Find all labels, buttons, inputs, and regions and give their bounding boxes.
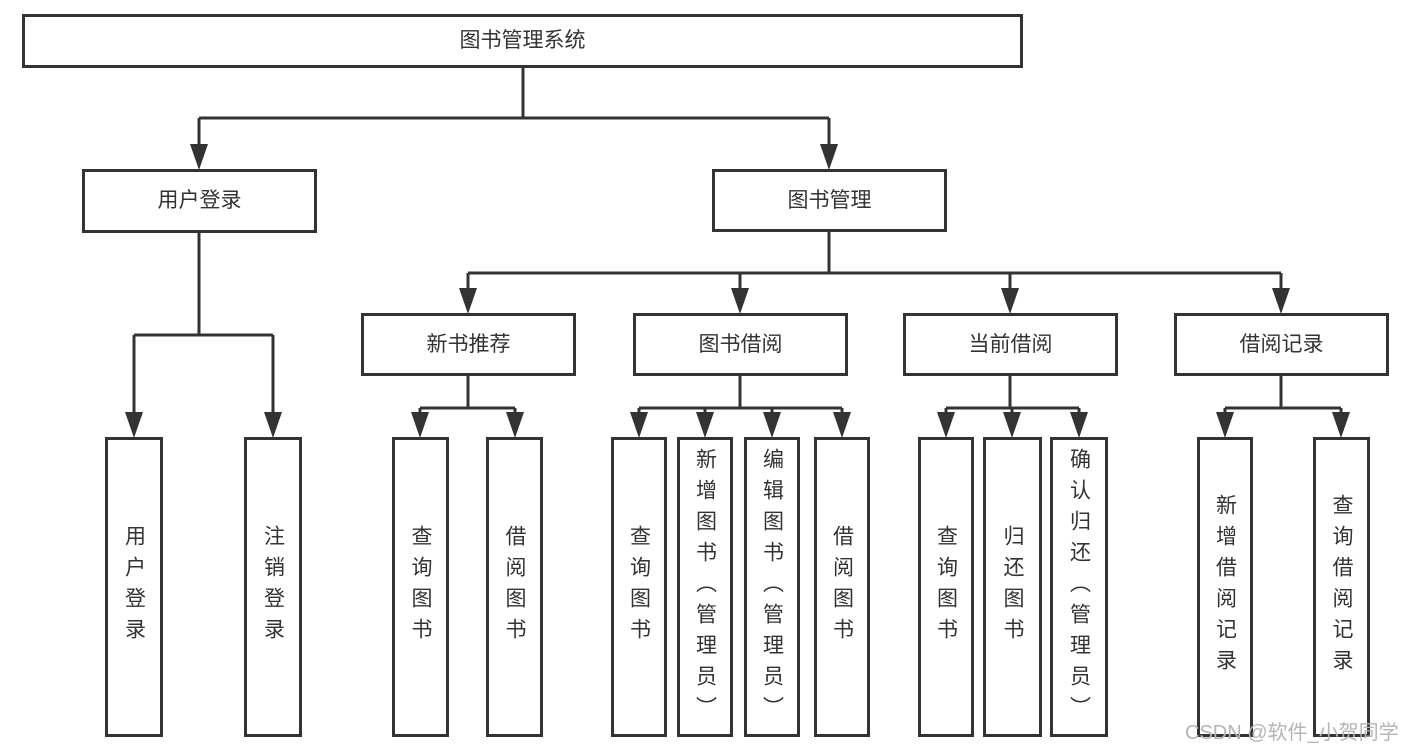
leaf-label: 新增借阅记录	[1213, 494, 1237, 680]
node-label: 借阅记录	[1239, 332, 1324, 356]
leaf-label: 借阅图书	[830, 525, 854, 649]
node-root-system: 图书管理系统	[22, 14, 1023, 68]
leaf-logout: 注销登录	[244, 437, 302, 737]
node-new-book-recommend: 新书推荐	[361, 313, 576, 376]
arrowhead	[1272, 288, 1290, 314]
leaf-label: 查询借阅记录	[1330, 494, 1353, 680]
leaf-label: 查询图书	[627, 525, 651, 649]
node-label: 图书管理系统	[459, 29, 586, 53]
arrowhead	[833, 412, 851, 438]
leaf-borrow-books: 借阅图书	[814, 437, 870, 737]
leaf-label: 查询图书	[409, 525, 432, 649]
leaf-label: 归还图书	[1001, 525, 1024, 649]
arrowhead	[1001, 288, 1019, 314]
arrowhead	[820, 144, 838, 170]
leaf-return-books: 归还图书	[983, 437, 1042, 737]
leaf-query-borrow-record: 查询借阅记录	[1313, 437, 1370, 737]
node-user-login: 用户登录	[82, 169, 317, 233]
arrowhead	[1332, 412, 1350, 438]
leaf-user-login: 用户登录	[105, 437, 163, 737]
leaf-borrow-books-recommend: 借阅图书	[486, 437, 543, 737]
node-label: 当前借阅	[968, 332, 1053, 356]
leaf-label: 确认归还（管理员）	[1067, 447, 1091, 727]
arrowhead	[1003, 412, 1021, 438]
leaf-query-books-recommend: 查询图书	[392, 437, 449, 737]
node-label: 新书推荐	[426, 332, 511, 356]
arrowhead	[630, 412, 648, 438]
leaf-confirm-return-admin: 确认归还（管理员）	[1050, 437, 1108, 737]
arrowhead	[731, 288, 749, 314]
arrowhead	[125, 412, 143, 438]
node-current-borrow: 当前借阅	[903, 313, 1118, 376]
leaf-edit-books-admin: 编辑图书（管理员）	[744, 437, 800, 737]
arrowhead	[190, 144, 208, 170]
leaf-label: 借阅图书	[503, 525, 526, 649]
leaf-label: 查询图书	[934, 525, 958, 649]
node-label: 图书借阅	[698, 332, 783, 356]
arrowhead	[264, 412, 282, 438]
arrowhead	[763, 412, 781, 438]
arrowhead	[937, 412, 955, 438]
arrowhead	[696, 412, 714, 438]
leaf-add-borrow-record: 新增借阅记录	[1197, 437, 1253, 737]
leaf-query-books-borrow: 查询图书	[611, 437, 667, 737]
leaf-label: 用户登录	[122, 525, 146, 649]
leaf-label: 注销登录	[261, 525, 285, 649]
arrowhead	[1216, 412, 1234, 438]
node-book-management: 图书管理	[712, 169, 947, 232]
node-book-borrow: 图书借阅	[633, 313, 848, 376]
arrowhead	[459, 288, 477, 314]
leaf-label: 新增图书（管理员）	[693, 447, 717, 727]
arrowhead	[411, 412, 429, 438]
leaf-add-books-admin: 新增图书（管理员）	[677, 437, 733, 737]
arrowhead	[506, 412, 524, 438]
leaf-query-books-current: 查询图书	[918, 437, 974, 737]
node-label: 图书管理	[787, 188, 872, 212]
node-borrow-records: 借阅记录	[1174, 313, 1389, 376]
csdn-watermark: CSDN @软件_小贺同学	[1185, 722, 1399, 744]
arrowhead	[1070, 412, 1088, 438]
node-label: 用户登录	[157, 189, 242, 213]
leaf-label: 编辑图书（管理员）	[760, 447, 784, 727]
